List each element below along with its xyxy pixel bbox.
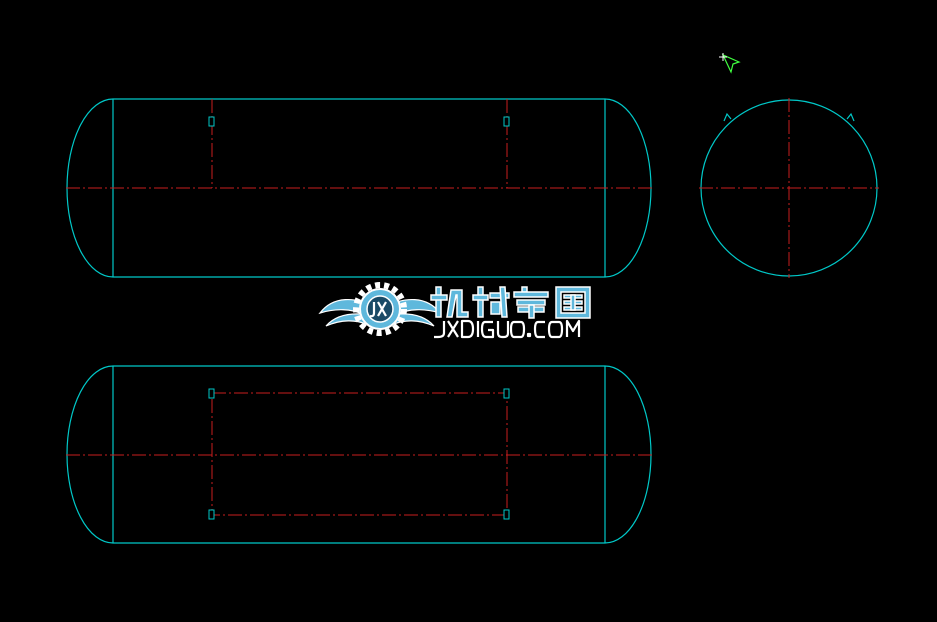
front-view[interactable] <box>66 98 652 278</box>
top-view-support-top-left[interactable] <box>208 388 215 399</box>
top-view-support-bottom-right[interactable] <box>503 509 510 520</box>
side-view[interactable] <box>699 98 879 278</box>
crosshair-cursor-icon <box>719 53 741 74</box>
front-view-right-nozzle[interactable] <box>503 116 510 127</box>
watermark-logo <box>318 282 591 339</box>
watermark-brand-lettering <box>430 286 591 319</box>
top-view[interactable] <box>66 365 652 544</box>
front-view-left-nozzle[interactable] <box>208 116 215 127</box>
side-view-left-nozzle-stub[interactable] <box>723 112 732 122</box>
top-view-support-top-right[interactable] <box>503 388 510 399</box>
watermark-url-lettering <box>434 319 581 339</box>
side-view-right-nozzle-stub[interactable] <box>846 112 855 122</box>
top-view-support-centerline-box[interactable] <box>211 392 508 516</box>
top-view-support-bottom-left[interactable] <box>208 509 215 520</box>
winged-gear-icon <box>318 282 442 336</box>
